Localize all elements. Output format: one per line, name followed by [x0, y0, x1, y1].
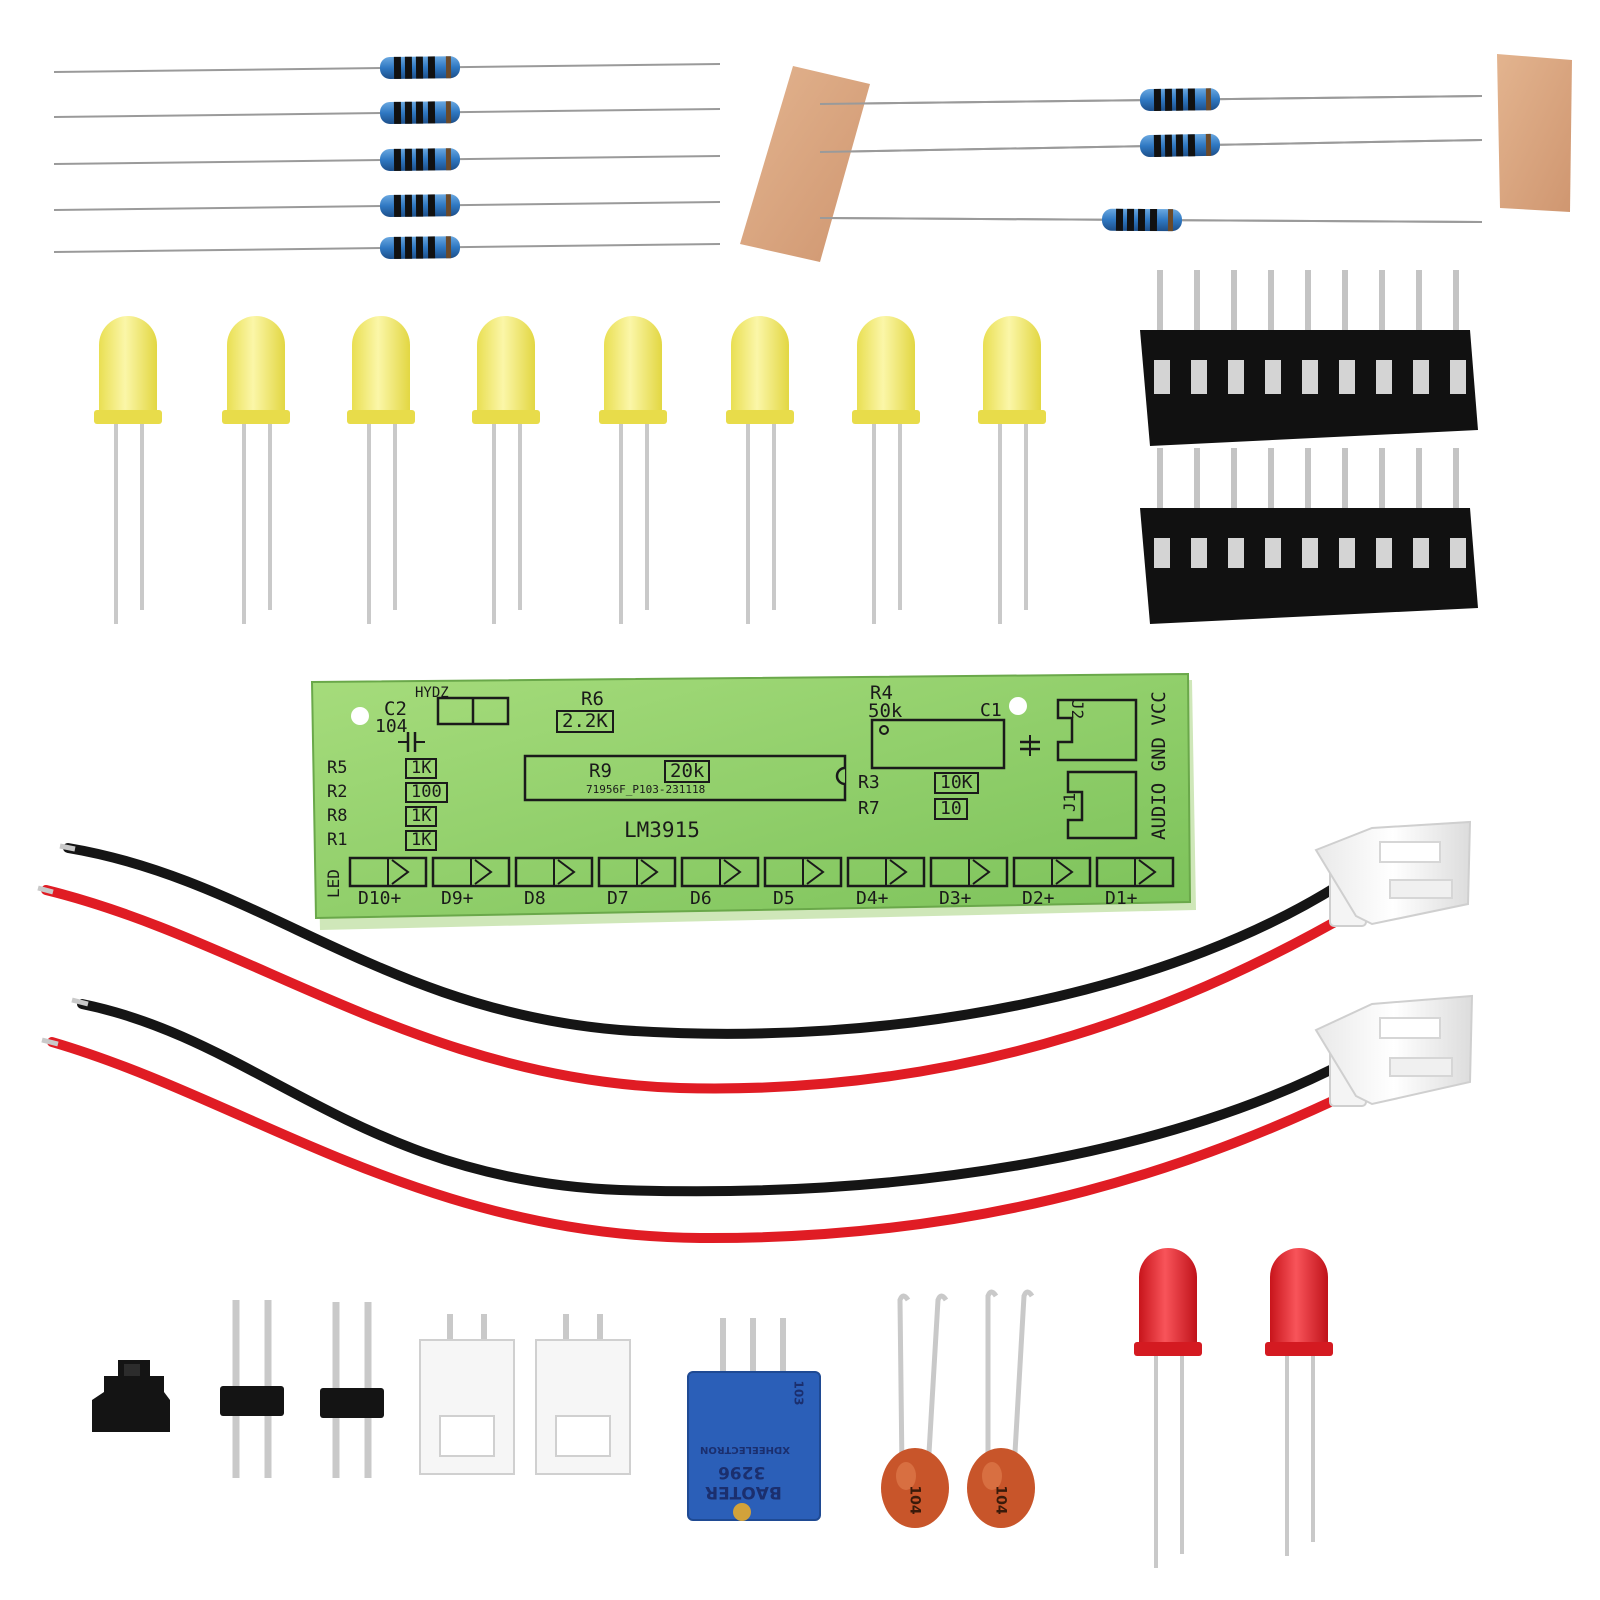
trimmer-potentiometer [687, 1318, 821, 1521]
pcb-led-pads [348, 856, 1175, 888]
cable-upper [37, 843, 1361, 1094]
pcb-diode-label-1: D10+ [358, 888, 402, 909]
pcb-r8-label: R8 [327, 806, 348, 826]
pcb-diode-label-10: D1+ [1105, 888, 1138, 909]
ic-socket-1 [1140, 270, 1478, 446]
resistor-loose-3 [53, 148, 721, 171]
taped-resistors [819, 88, 1483, 232]
pcb-led-pad-1 [348, 856, 428, 888]
tape-right [1497, 54, 1572, 212]
pcb-r5-label: R5 [327, 758, 348, 778]
pcb-led-pad-10 [1095, 856, 1175, 888]
trimmer-model: 3296 [718, 1462, 766, 1482]
pcb-r7-label: R7 [858, 798, 880, 819]
pcb-r6-value: 2.2K [556, 710, 614, 733]
white-plug-lower [1314, 994, 1474, 1107]
pcb-r3-label: R3 [858, 772, 880, 793]
pcb-led-pad-8 [929, 856, 1009, 888]
ceramic-capacitor-2 [967, 1289, 1035, 1528]
pcb-r2-label: R2 [327, 782, 348, 802]
pcb-r9-label: R9 [589, 760, 612, 782]
yellow-led-1 [94, 316, 162, 624]
red-leds [1134, 1248, 1333, 1568]
pcb-diode-label-4: D7 [607, 888, 629, 909]
yellow-led-8 [978, 316, 1046, 624]
ic-sockets [1140, 270, 1478, 624]
pcb-c2-value: 104 [375, 716, 408, 737]
pcb-diode-label-3: D8 [524, 888, 546, 909]
pcb-r1-label: R1 [327, 830, 348, 850]
trimmer-value: 103 [791, 1380, 806, 1406]
pcb-led-pad-7 [846, 856, 926, 888]
resistor-taped-2 [819, 133, 1483, 158]
pcb-r3-value: 10K [934, 772, 979, 794]
pcb-board [310, 672, 1196, 930]
resistor-taped-3 [819, 208, 1483, 232]
yellow-led-2 [222, 316, 290, 624]
resistor-loose-4 [53, 194, 721, 217]
yellow-led-5 [599, 316, 667, 624]
white-plug-upper [1314, 820, 1472, 927]
pcb-c1-label: C1 [980, 700, 1002, 721]
pcb-led-label: LED [324, 869, 343, 898]
pcb-pin-labels: AUDIO GND VCC [1148, 691, 1170, 840]
ceramic-capacitor-1 [881, 1293, 949, 1528]
resistor-loose-1 [53, 56, 721, 79]
pcb-r4-label: R4 [870, 682, 893, 704]
trimmer-maker: XDHEELECTRON [700, 1444, 790, 1455]
yellow-led-7 [852, 316, 920, 624]
red-led-1 [1134, 1248, 1202, 1568]
pcb-r6-label: R6 [581, 688, 604, 710]
white-header-2 [535, 1314, 631, 1475]
jumper-cap [92, 1360, 170, 1432]
loose-resistors [53, 56, 721, 259]
yellow-led-6 [726, 316, 794, 624]
pcb-led-pad-5 [680, 856, 760, 888]
pcb-r7-value: 10 [934, 798, 968, 820]
pcb-r5-value: 1K [405, 758, 438, 779]
ic-socket-2 [1140, 448, 1478, 624]
pcb-led-pad-4 [597, 856, 677, 888]
capacitor-2-marking: 104 [992, 1485, 1009, 1515]
pcb-diode-label-7: D4+ [856, 888, 889, 909]
pcb-r4-value: 50k [868, 700, 903, 722]
resistor-loose-5 [53, 236, 721, 259]
pcb-r8-value: 1K [405, 806, 438, 827]
pcb-diode-label-8: D3+ [939, 888, 972, 909]
pcb-j2-label: J2 [1068, 700, 1087, 720]
pcb-r9-value: 20k [664, 760, 711, 783]
pcb-diode-label-9: D2+ [1022, 888, 1055, 909]
pcb-j1-label: J1 [1060, 792, 1079, 812]
yellow-led-4 [472, 316, 540, 624]
pcb-led-pad-9 [1012, 856, 1092, 888]
pin-header-1 [220, 1300, 284, 1478]
pcb-led-pad-2 [431, 856, 511, 888]
pcb-c2-label: C2 [384, 698, 407, 720]
pcb-hydz-label: HYDZ [415, 685, 449, 701]
pcb-diode-label-5: D6 [690, 888, 712, 909]
pcb-r2-value: 100 [405, 782, 448, 803]
red-led-2 [1265, 1248, 1333, 1556]
pin-header-2 [320, 1302, 384, 1478]
pcb-diode-label-2: D9+ [441, 888, 474, 909]
tape-left [740, 66, 870, 262]
yellow-leds [94, 316, 1046, 624]
pcb-led-pad-6 [763, 856, 843, 888]
white-header-1 [419, 1314, 515, 1475]
pcb-board-code: 71956F_P103-231118 [586, 783, 706, 796]
resistor-taped-1 [819, 88, 1483, 112]
resistor-loose-2 [53, 101, 721, 124]
pcb-diode-label-6: D5 [773, 888, 795, 909]
pcb-chip-label: LM3915 [624, 818, 700, 842]
capacitor-1-marking: 104 [906, 1485, 923, 1515]
trimmer-brand: BAOTER [705, 1482, 782, 1502]
pcb-r1-value: 1K [405, 830, 438, 851]
cable-lower [41, 997, 1361, 1244]
yellow-led-3 [347, 316, 415, 624]
pcb-led-pad-3 [514, 856, 594, 888]
